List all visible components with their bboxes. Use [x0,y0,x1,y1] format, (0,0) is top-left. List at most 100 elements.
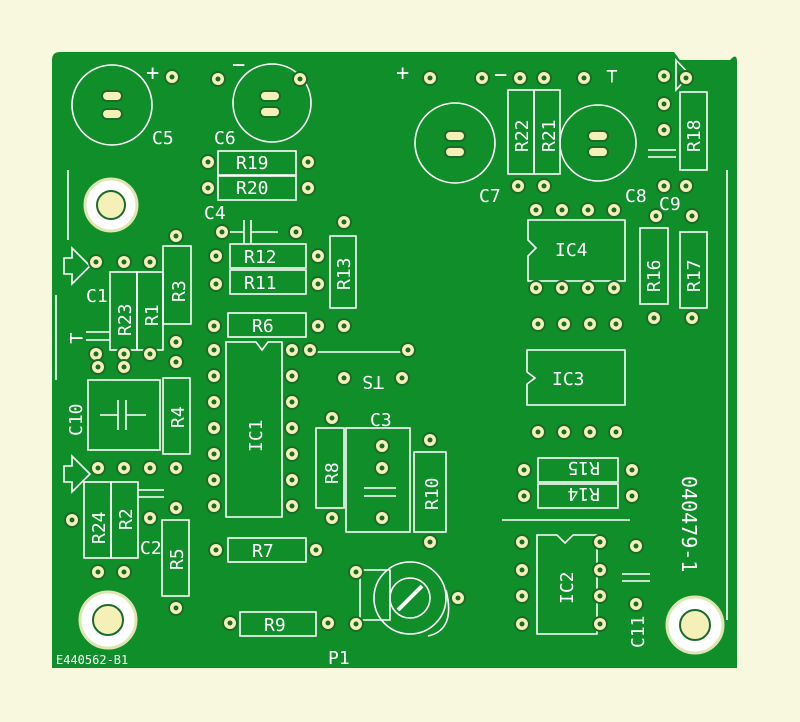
pad-hole [329,415,335,421]
pad-hole [289,347,295,353]
ground-mark-c1: ⊥ [65,332,89,344]
label-r24: R24 [89,511,110,544]
label-r11: R11 [244,273,277,294]
pad-hole [455,595,461,601]
pad-hole [597,621,603,627]
c6-outline [232,63,312,143]
pad-hole [173,359,179,365]
polarity-plus-c7: + [396,61,409,86]
c3-film-cap [364,487,396,497]
pad-hole [379,465,385,471]
pad-hole [305,159,311,165]
part-number: 040479-1 [677,476,701,572]
pad-hole [399,375,405,381]
pad-hole [587,429,593,435]
pad-hole [121,364,127,370]
label-r3: R3 [169,280,190,302]
label-c1: C1 [86,286,108,307]
label-r5: R5 [167,548,188,570]
pad-hole [689,315,695,321]
pad-hole [379,515,385,521]
label-c5: C5 [152,128,174,149]
pad-hole [211,503,217,509]
pad-hole [613,429,619,435]
pad-hole [353,621,359,627]
r11-body [229,269,307,295]
r4-body [162,377,191,455]
pad-hole [661,127,667,133]
pad-hole [211,477,217,483]
input-arrow-upper [63,246,92,286]
ic3-body [526,349,626,406]
pad-hole [121,465,127,471]
pad-hole [173,605,179,611]
pad-hole [611,207,617,213]
pad-hole [689,213,695,219]
label-c11: C11 [628,615,649,648]
pad-hole [293,229,299,235]
label-r6: R6 [252,316,274,337]
label-ic1: IC1 [246,419,267,452]
pad-hole [519,539,525,545]
pad-hole [561,321,567,327]
label-c10: C10 [66,403,87,436]
pad-hole [585,285,591,291]
pad-hole [597,593,603,599]
mounting-hole-bottom-left [78,590,138,650]
mounting-hole-bottom-right [665,595,725,655]
pad-hole [521,493,527,499]
pad-hole [147,465,153,471]
pad-hole [341,375,347,381]
pad-hole [597,539,603,545]
pad-hole [121,259,127,265]
pad-hole [69,517,75,523]
pad-hole [213,281,219,287]
pad-hole [173,465,179,471]
c2-film-cap [138,489,164,498]
pad-hole [313,547,319,553]
label-r7: R7 [252,541,274,562]
pad-hole [147,351,153,357]
r17-body [679,231,708,309]
capacitor-pad [444,130,466,142]
pad-hole [341,219,347,225]
capacitor-pad [259,106,281,118]
r18-body [679,91,708,171]
ic1-body [225,341,283,518]
c1-film-cap [86,331,110,341]
c3-body [345,427,411,533]
pad-hole [541,75,547,81]
pad-hole [211,347,217,353]
pad-hole [315,323,321,329]
pad-hole [173,339,179,345]
polarity-plus-c5: + [146,61,159,86]
pad-hole [427,539,433,545]
pad-hole [611,285,617,291]
label-ic3: IC3 [552,369,585,390]
pad-hole [205,159,211,165]
pad-hole [519,621,525,627]
pad-hole [95,364,101,370]
pad-hole [587,321,593,327]
pad-hole [93,351,99,357]
c5-outline [71,64,153,146]
pad-hole [211,425,217,431]
pad-hole [597,567,603,573]
pad-hole [205,185,211,191]
label-r2: R2 [116,508,137,530]
pad-hole [521,467,527,473]
r12-body [229,243,307,269]
pad-hole [633,601,639,607]
label-r1: R1 [142,304,163,326]
pad-hole [581,75,587,81]
pad-hole [95,465,101,471]
pad-hole [427,437,433,443]
pad-hole [211,323,217,329]
pad-hole [173,505,179,511]
label-r4: R4 [168,406,189,428]
pad-hole [95,569,101,575]
r15-body [537,457,619,483]
capacitor-pad [101,108,123,120]
pad-hole [93,259,99,265]
ground-mark-top: ⊥ [606,65,618,89]
